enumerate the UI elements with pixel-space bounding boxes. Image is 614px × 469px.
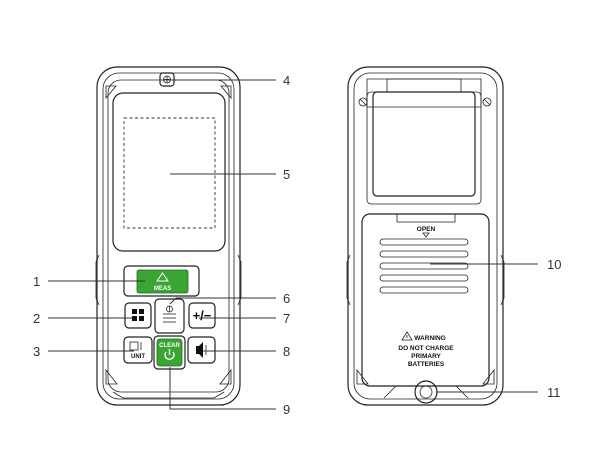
screw-tr-icon (482, 97, 492, 107)
laser-lens-icon (159, 72, 175, 87)
warning-line-3: BATTERIES (408, 361, 445, 368)
callout-1: 1 (33, 274, 40, 289)
clear-label: CLEAR (159, 343, 180, 349)
open-arrow-icon (422, 232, 430, 238)
volume-button[interactable] (187, 336, 216, 364)
vent-slots (379, 238, 469, 294)
plus-minus-button[interactable]: +/− (188, 302, 216, 329)
back-inner-body (353, 72, 498, 400)
back-view: OPEN WARNING DO NOT CHARGE PRIMARY BATTE… (346, 66, 505, 406)
back-outer-body (347, 66, 504, 406)
corner-bumper-br (219, 368, 232, 385)
display-screen (112, 92, 226, 252)
warning-line-2: PRIMARY (411, 353, 441, 360)
callout-2: 2 (33, 311, 40, 326)
leader-9 (169, 367, 276, 410)
back-clip-frame (366, 91, 482, 205)
power-icon (164, 349, 175, 360)
open-label: OPEN (417, 226, 436, 233)
front-bottom-edge (112, 391, 225, 399)
screw-tl-icon (358, 97, 368, 107)
clear-power-button[interactable]: CLEAR (153, 335, 186, 370)
callout-7: 7 (283, 311, 290, 326)
left-grip (95, 254, 100, 306)
cover-tab (396, 214, 456, 223)
speaker-icon (196, 342, 207, 358)
meas-label: MEAS (154, 286, 171, 292)
corner-bumper-tl (105, 85, 117, 100)
tripod-socket-icon (414, 380, 438, 404)
front-view: MEAS +/− UNIT CLE (95, 66, 242, 406)
front-outer-body (96, 66, 241, 406)
callout-3: 3 (33, 344, 40, 359)
hinge-top (386, 78, 462, 93)
back-corner-bl (356, 368, 369, 385)
corner-bumper-tr (220, 85, 232, 100)
warning-line-1: DO NOT CHARGE (398, 345, 454, 352)
unit-label: UNIT (131, 354, 145, 360)
function-button[interactable] (124, 302, 152, 329)
callout-4: 4 (283, 73, 290, 88)
warning-title: WARNING (414, 335, 445, 342)
reference-button[interactable] (154, 298, 185, 334)
callout-6: 6 (283, 291, 290, 306)
back-left-grip (346, 254, 351, 306)
callout-9: 9 (283, 402, 290, 417)
front-panel (107, 79, 230, 393)
callout-11: 11 (547, 385, 561, 400)
back-right-grip (500, 254, 505, 306)
back-clip-plate (372, 91, 476, 197)
unit-button[interactable]: UNIT (123, 336, 153, 364)
leader-6 (169, 297, 276, 305)
back-top-frame (366, 78, 482, 108)
back-corner-br (482, 368, 495, 385)
warning-icon (401, 331, 413, 341)
corner-bumper-bl (105, 368, 118, 385)
right-grip (237, 254, 242, 306)
callout-8: 8 (283, 344, 290, 359)
callout-10: 10 (547, 257, 561, 272)
display-area (123, 117, 216, 229)
leader-lines (48, 79, 538, 410)
callout-numbers: 1 2 3 4 5 6 7 8 9 10 11 (33, 73, 561, 417)
plus-minus-label: +/− (193, 308, 212, 323)
callout-5: 5 (283, 167, 290, 182)
